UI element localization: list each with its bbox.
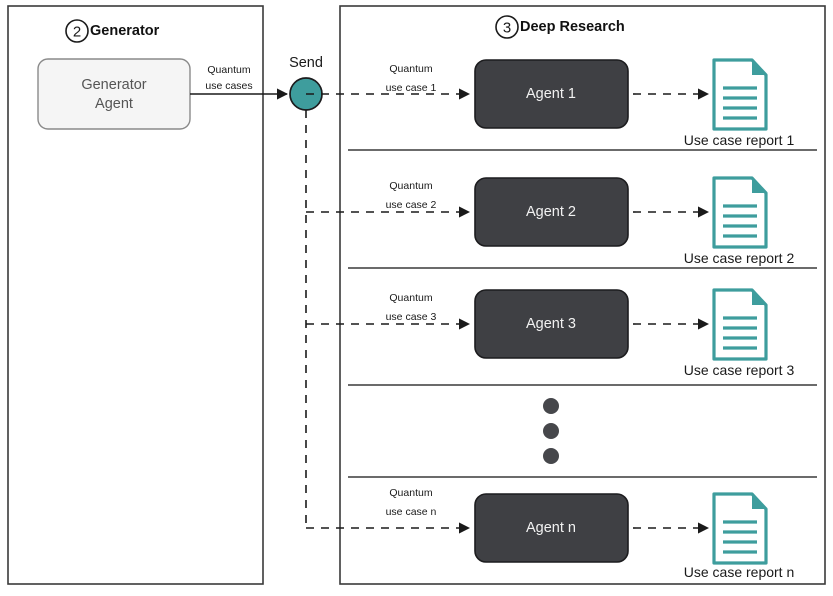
agent-label-2: Agent 2 <box>526 204 576 220</box>
agent-row-n: Quantum use case n Agent n Use case repo… <box>306 487 794 580</box>
agent-label-3: Agent 3 <box>526 316 576 332</box>
report-icon-1[interactable] <box>712 58 768 131</box>
report-icon-3[interactable] <box>712 288 768 361</box>
report-icon-2[interactable] <box>712 176 768 249</box>
report-label-1: Use case report 1 <box>684 132 795 148</box>
deep-research-badge-number: 3 <box>503 20 511 37</box>
row-1-input-label-line2: use case 1 <box>386 82 437 94</box>
generator-agent-label-line2: Agent <box>95 96 133 112</box>
send-node-label: Send <box>289 55 323 71</box>
report-icon-n[interactable] <box>712 492 768 565</box>
generator-panel: 2 Generator Generator Agent Quantum use … <box>7 5 289 585</box>
generator-panel-title: Generator <box>90 23 160 39</box>
agent-row-3: Quantum use case 3 Agent 3 Use case repo… <box>306 288 817 386</box>
row-3-input-label-line1: Quantum <box>389 292 432 304</box>
ellipsis-dot-2 <box>543 423 559 439</box>
ellipsis-dot-1 <box>543 398 559 414</box>
generator-badge-circle <box>65 19 89 43</box>
agent-label-1: Agent 1 <box>526 86 576 102</box>
row-n-input-label-line2: use case n <box>386 506 437 518</box>
report-label-2: Use case report 2 <box>684 250 795 266</box>
ellipsis-dot-3 <box>543 448 559 464</box>
row-3-input-label-line2: use case 3 <box>386 311 437 323</box>
row-2-input-label-line2: use case 2 <box>386 199 437 211</box>
report-label-3: Use case report 3 <box>684 362 795 378</box>
agent-box-3[interactable] <box>474 289 629 359</box>
generator-output-label-line2: use cases <box>205 80 252 92</box>
ellipsis-group <box>348 398 817 478</box>
generator-agent-label-line1: Generator <box>81 77 146 93</box>
row-1-input-label-line1: Quantum <box>389 63 432 75</box>
deep-research-panel: 3 Deep Research Quantum use case 1 Agent… <box>306 5 826 585</box>
agent-box-2[interactable] <box>474 177 629 247</box>
row-2-input-label-line1: Quantum <box>389 180 432 192</box>
deep-research-panel-title: Deep Research <box>520 19 625 35</box>
generator-badge-number: 2 <box>73 24 81 41</box>
agent-row-1: Quantum use case 1 Agent 1 Use case repo… <box>306 58 817 151</box>
agent-label-n: Agent n <box>526 520 576 536</box>
deep-research-badge-circle <box>495 15 519 39</box>
report-label-n: Use case report n <box>684 564 795 580</box>
generator-agent-box[interactable] <box>37 58 191 130</box>
generator-output-label-line1: Quantum <box>207 64 250 76</box>
agent-box-n[interactable] <box>474 493 629 563</box>
send-node-group: Send <box>289 55 323 111</box>
row-n-input-label-line1: Quantum <box>389 487 432 499</box>
agent-box-1[interactable] <box>474 59 629 129</box>
agent-row-2: Quantum use case 2 Agent 2 Use case repo… <box>306 176 817 269</box>
